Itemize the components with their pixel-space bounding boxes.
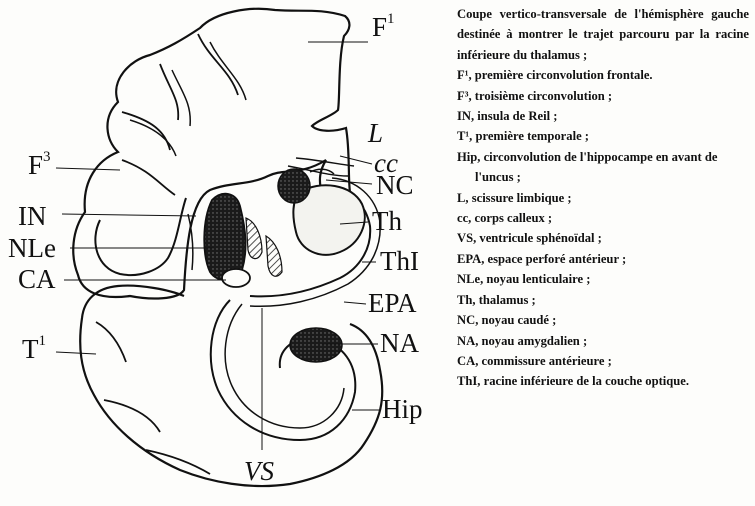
caption-entry: cc, corps calleux ;: [457, 208, 749, 228]
caption-entry: IN, insula de Reil ;: [457, 106, 749, 126]
label-CA-text: CA: [18, 264, 56, 294]
caption-entry: ThI, racine inférieure de la couche opti…: [457, 371, 749, 391]
label-VS: VS: [244, 458, 274, 485]
caption-entry: F¹, première circonvolution frontale.: [457, 65, 749, 85]
label-NC: NC: [376, 172, 414, 199]
label-T1: T1: [22, 336, 46, 363]
label-F3-text: F: [28, 150, 43, 180]
label-NA: NA: [380, 330, 419, 357]
label-VS-text: VS: [244, 456, 274, 486]
anterior-commissure: [222, 269, 250, 287]
label-NA-text: NA: [380, 328, 419, 358]
caption-entry: NA, noyau amygdalien ;: [457, 331, 749, 351]
label-T1-sup: 1: [39, 333, 47, 349]
label-NLe-text: NLe: [8, 233, 56, 263]
caption-entry: NC, noyau caudé ;: [457, 310, 749, 330]
label-F1-text: F: [372, 12, 387, 42]
amygdala-nucleus: [290, 328, 342, 362]
label-F1: F1: [372, 14, 395, 41]
figure-caption: Coupe vertico-transversale de l'hémisphè…: [457, 4, 749, 392]
label-CA: CA: [18, 266, 56, 293]
label-ThI-text: ThI: [380, 246, 419, 276]
label-F3-sup: 3: [43, 149, 51, 165]
caption-entry: CA, commissure antérieure ;: [457, 351, 749, 371]
label-Th: Th: [372, 208, 402, 235]
hippocampus-inner: [225, 304, 344, 428]
label-EPA-text: EPA: [368, 288, 417, 318]
label-F1-sup: 1: [387, 11, 395, 27]
caption-entry: F³, troisième circonvolution ;: [457, 86, 749, 106]
frontal-lower-fold: [95, 198, 186, 275]
label-L-text: L: [368, 118, 383, 148]
caudate-nucleus: [278, 169, 310, 203]
brain-section-figure: F1 L cc F3 NC IN Th NLe ThI CA EPA T1 NA…: [0, 0, 460, 506]
label-Hip: Hip: [382, 396, 423, 423]
label-ThI: ThI: [380, 248, 419, 275]
label-IN-text: IN: [18, 201, 47, 231]
label-NLe: NLe: [8, 235, 56, 262]
label-L: L: [368, 120, 383, 147]
internal-capsule-hatch-2: [266, 236, 282, 276]
caption-entry: Hip, circonvolution de l'hippocampe en a…: [457, 147, 749, 188]
sulcus-inner: [130, 42, 246, 156]
internal-capsule-hatch: [246, 218, 262, 259]
lenticular-nucleus: [204, 194, 245, 280]
label-IN: IN: [18, 203, 47, 230]
caption-entry: NLe, noyau lenticulaire ;: [457, 269, 749, 289]
temporal-inner-fold: [96, 322, 210, 474]
caption-entry: EPA, espace perforé antérieur ;: [457, 249, 749, 269]
label-Hip-text: Hip: [382, 394, 423, 424]
label-EPA: EPA: [368, 290, 417, 317]
caption-entry: Th, thalamus ;: [457, 290, 749, 310]
caption-entry: VS, ventricule sphénoïdal ;: [457, 228, 749, 248]
label-NC-text: NC: [376, 170, 414, 200]
label-Th-text: Th: [372, 206, 402, 236]
label-F3: F3: [28, 152, 51, 179]
caption-entry: T¹, première temporale ;: [457, 126, 749, 146]
label-T1-text: T: [22, 334, 39, 364]
caption-intro: Coupe vertico-transversale de l'hémisphè…: [457, 4, 749, 65]
caption-entry: L, scissure limbique ;: [457, 188, 749, 208]
